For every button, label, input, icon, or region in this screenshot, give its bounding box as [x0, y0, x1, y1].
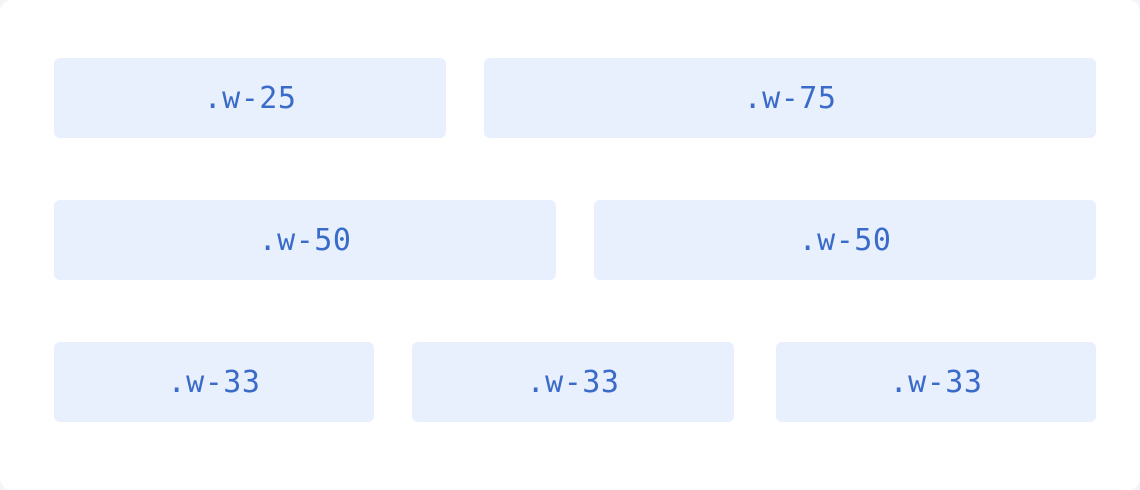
width-block-label: .w-33 — [889, 364, 983, 400]
width-block-w-50-right: .w-50 — [594, 200, 1096, 280]
width-block-w-33-third: .w-33 — [776, 342, 1096, 422]
width-block-w-50-left: .w-50 — [54, 200, 556, 280]
width-block-w-25: .w-25 — [54, 58, 446, 138]
width-block-w-33-second: .w-33 — [412, 342, 734, 422]
width-block-label: .w-33 — [526, 364, 620, 400]
width-block-label: .w-50 — [258, 222, 352, 258]
width-block-label: .w-75 — [743, 80, 837, 116]
width-block-label: .w-25 — [203, 80, 297, 116]
width-block-label: .w-50 — [798, 222, 892, 258]
width-block-label: .w-33 — [167, 364, 261, 400]
width-block-w-33-first: .w-33 — [54, 342, 374, 422]
width-block-w-75: .w-75 — [484, 58, 1096, 138]
